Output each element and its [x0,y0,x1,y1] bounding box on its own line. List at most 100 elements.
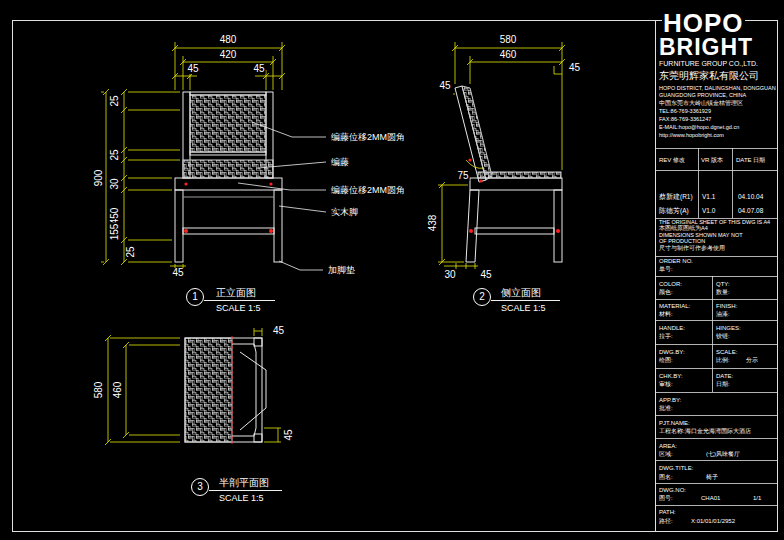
title-block-rules [655,505,777,506]
field-label: QTY: [715,281,731,287]
dimension: 25 [126,245,136,258]
field-label: 拉手: [658,333,674,339]
field-label: ORDER NO. [658,258,694,264]
side-elevation [462,86,492,180]
dimension-lines [129,435,180,436]
view-title-rules [204,301,560,491]
dimension: 480 [219,35,238,45]
joint-dots [468,158,471,161]
dimension: 45 [568,63,581,73]
view-title: 侧立面图 [500,288,542,298]
joint-dots [269,182,272,185]
title-block-rules [655,438,777,439]
joint-dots [556,229,560,233]
dimension-lines [266,70,267,90]
dimension-lines [470,62,562,63]
field-label: 数量: [715,289,731,295]
field-label: AREA: [658,443,678,449]
field-label: DWG.BY: [658,349,686,355]
dimension: 25 [110,148,120,161]
field-label: CHK.BY: [658,373,684,379]
front-elevation [190,92,266,95]
table-cell: V1.0 [701,208,716,215]
title-block-rules [655,170,777,171]
callout-number: 3 [197,482,203,492]
front-elevation [190,152,266,155]
field-value: 分示 [745,357,759,363]
dimension-lines [101,92,104,93]
table-cell: 04.10.04 [737,194,764,201]
field-label: 日期: [715,381,731,387]
field-label: DATE: [715,373,734,379]
dimension-lines [282,42,283,90]
half-section-plan [185,338,266,442]
company-logo: HOPO [662,10,745,36]
half-section-plan [185,338,232,442]
dimension-lines [439,182,445,265]
half-section-plan [240,352,266,370]
callout-number: 2 [479,292,485,302]
callout-circle: 3 [191,478,209,496]
sheet-note: 本图纸原图纸为A4 [658,226,709,232]
side-elevation [470,178,562,190]
company-name: FURNITURE GROUP CO.,LTD. [658,60,759,67]
half-section-plan [240,408,266,430]
front-elevation [175,190,183,262]
dimension: 460 [499,50,518,60]
title-block-rules [655,415,777,416]
dimension: 30 [443,270,456,280]
field-label: 油漆: [715,311,731,317]
dimension-lines [175,48,282,49]
address-line: 中国东莞市大岭山镇金桔管理区 [658,101,744,107]
dimension: 45 [284,428,294,441]
dimension-lines [453,94,455,95]
title-block-rules [698,148,699,218]
field-value: (七)风味餐厅 [705,451,741,457]
part-note: 编藤位移2MM圆角 [330,186,406,195]
callout-number: 1 [192,292,198,302]
dimension-lines [438,262,464,263]
title-block-rules [655,392,777,393]
dimension-lines [128,262,172,263]
title-block-rules [732,148,733,218]
sheet-frame [655,21,656,532]
view-title-rules [491,300,560,301]
dimension-lines [129,345,180,346]
leader-lines [238,183,326,190]
dimension-lines [126,345,127,435]
title-block-rules [655,276,777,277]
dimension: 45 [479,270,492,280]
view-title: 半剖平面图 [218,478,270,488]
field-label: 比例: [715,357,731,363]
dimension-lines [105,335,129,445]
joint-dots [184,182,187,185]
dimension-lines [438,185,468,186]
sheet-frame [13,21,778,532]
view-scale: SCALE 1:5 [218,494,265,503]
dimension: 45 [272,326,285,336]
dimension-lines [128,110,180,111]
part-note: 编藤 [330,158,350,167]
table-header: VR 版本 [700,157,724,163]
dimension: 30 [110,177,120,190]
half-section-plan [254,338,262,346]
side-elevation [466,190,479,262]
field-label: 区域: [658,451,674,457]
callout-circle: 1 [186,288,204,306]
address-line: FAX:86-769-3361247 [658,117,712,123]
dimension: 75 [456,171,469,181]
joint-dots [184,182,273,233]
dimension-lines [278,428,279,442]
dimension: 45 [252,64,265,74]
sheet-frame [13,21,778,532]
dimension: 155 [110,223,120,242]
dimension-lines [452,45,565,65]
side-elevation [478,172,561,178]
address-line: HOPO DISTRICT, DALINGSHAN, DONGGUAN [658,86,777,92]
title-block-rules [655,256,777,257]
dimension-lines [128,150,180,151]
side-elevation [475,228,554,234]
table-cell: 蔡新建(R1) [658,194,694,201]
half-section-plan [185,338,262,442]
